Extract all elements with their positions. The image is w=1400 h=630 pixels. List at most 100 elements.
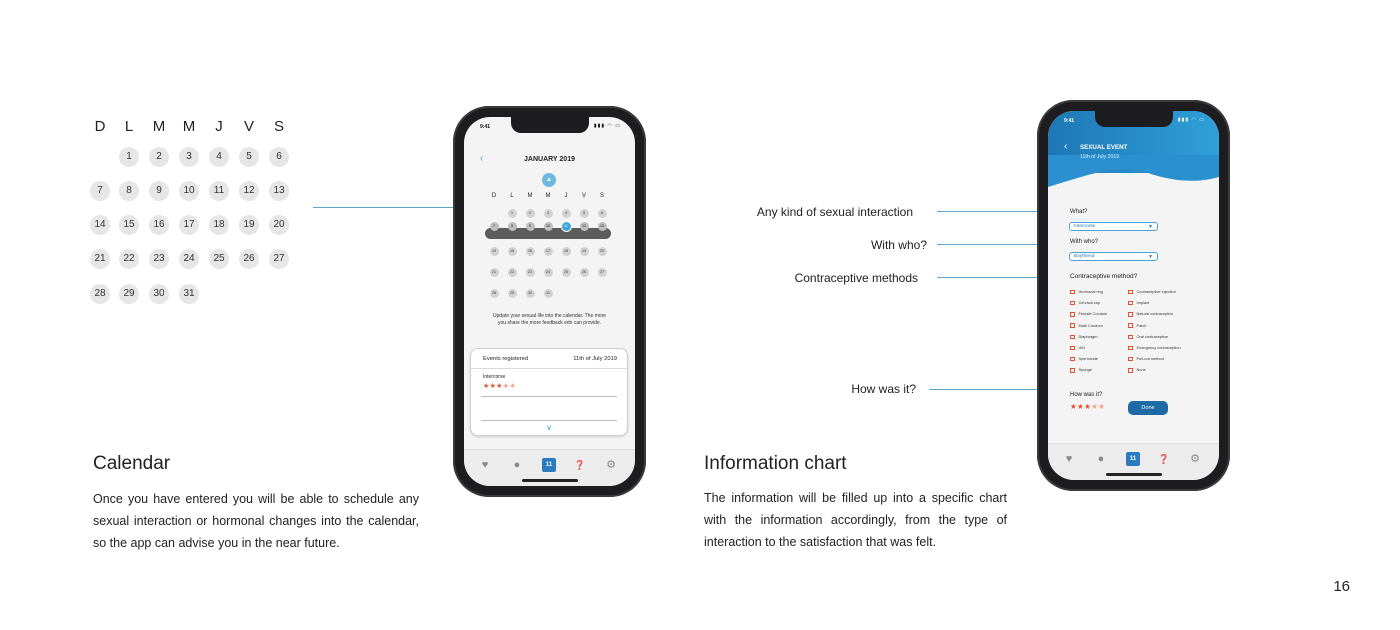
gear-icon[interactable]: ⚙	[606, 459, 616, 471]
calendar-day[interactable]: 31	[179, 284, 199, 304]
calendar-day[interactable]: 6	[269, 147, 289, 167]
calendar-day[interactable]: 11	[209, 181, 229, 201]
calendar-day[interactable]: 4	[561, 209, 571, 218]
calendar-day[interactable]: 9	[149, 181, 169, 201]
calendar-day[interactable]: 22	[507, 268, 517, 277]
calendar-day[interactable]: 14	[489, 247, 499, 256]
checkbox[interactable]	[1070, 289, 1075, 295]
contraceptive-option[interactable]: Sponge	[1070, 367, 1092, 373]
calendar-day[interactable]: 19	[579, 247, 589, 256]
calendar-day[interactable]: 26	[579, 268, 589, 277]
checkbox[interactable]	[1128, 323, 1133, 328]
calendar-day[interactable]: 21	[489, 268, 499, 277]
heart-icon[interactable]: ♥	[481, 459, 489, 471]
star-icon[interactable]: ★	[496, 383, 503, 390]
calendar-day[interactable]: 6	[597, 209, 607, 218]
contraceptive-option[interactable]: Emergency contraception	[1128, 345, 1181, 351]
calendar-day[interactable]: 1	[119, 147, 139, 167]
calendar-day[interactable]: 2	[525, 209, 535, 218]
calendar-day[interactable]: 18	[561, 247, 571, 256]
calendar-day[interactable]: 27	[269, 249, 289, 269]
calendar-day[interactable]: 30	[149, 284, 169, 304]
checkbox[interactable]	[1128, 345, 1133, 351]
calendar-day[interactable]: 15	[119, 215, 139, 235]
calendar-day[interactable]: 3	[179, 147, 199, 167]
contraceptive-option[interactable]: Female Condom	[1070, 311, 1107, 317]
contraceptive-option[interactable]: Male Condom	[1070, 323, 1103, 328]
calendar-day[interactable]: 23	[149, 249, 169, 269]
heart-icon[interactable]: ♥	[1065, 453, 1073, 465]
calendar-day[interactable]: 18	[209, 215, 229, 235]
done-button[interactable]: Done	[1128, 401, 1168, 415]
checkbox[interactable]	[1128, 334, 1133, 340]
star-icon[interactable]: ★	[1070, 402, 1078, 411]
chevron-up-icon[interactable]: ▴	[542, 173, 556, 187]
calendar-day[interactable]: 16	[525, 247, 535, 256]
star-icon[interactable]: ★	[502, 383, 510, 390]
calendar-day[interactable]: 28	[90, 284, 110, 304]
calendar-day[interactable]: 19	[239, 215, 259, 235]
checkbox[interactable]	[1070, 312, 1075, 317]
calendar-day[interactable]: 7	[90, 181, 110, 201]
calendar-day[interactable]: 11	[561, 222, 571, 231]
contraceptive-option[interactable]: None	[1128, 367, 1146, 373]
contraceptive-option[interactable]: Implant	[1128, 300, 1149, 306]
star-icon[interactable]: ★	[1091, 402, 1099, 411]
calendar-day[interactable]: 8	[119, 181, 139, 201]
calendar-day[interactable]: 31	[543, 289, 553, 298]
calendar-day[interactable]: 9	[525, 222, 535, 231]
chevron-down-icon[interactable]: ∨	[546, 423, 552, 432]
contraceptive-option[interactable]: Diaphragm	[1070, 334, 1098, 340]
star-icon[interactable]: ★	[1084, 402, 1092, 411]
back-chevron-icon[interactable]: ‹	[1064, 141, 1068, 152]
calendar-day[interactable]: 26	[239, 249, 259, 269]
location-pin-icon[interactable]: ●	[1097, 453, 1105, 465]
contraceptive-option[interactable]: Pull-out method	[1128, 356, 1164, 362]
calendar-day[interactable]: 17	[543, 247, 553, 256]
calendar-day[interactable]: 21	[90, 249, 110, 269]
calendar-day[interactable]: 8	[507, 222, 517, 231]
calendar-icon[interactable]: 11	[542, 458, 556, 472]
calendar-day[interactable]: 13	[597, 222, 607, 231]
star-icon[interactable]: ★	[509, 383, 516, 390]
checkbox[interactable]	[1070, 334, 1075, 340]
calendar-day[interactable]: 2	[149, 147, 169, 167]
help-icon[interactable]: ❓	[1158, 454, 1170, 464]
calendar-day[interactable]: 22	[119, 249, 139, 269]
calendar-day[interactable]: 1	[507, 209, 517, 218]
calendar-day[interactable]: 16	[149, 215, 169, 235]
contraceptive-option[interactable]: Contraceptive injection	[1128, 289, 1176, 295]
calendar-day[interactable]: 28	[489, 289, 499, 298]
help-icon[interactable]: ❓	[574, 460, 586, 470]
checkbox[interactable]	[1070, 323, 1075, 328]
contraceptive-option[interactable]: UID	[1070, 345, 1085, 351]
calendar-day[interactable]: 7	[489, 222, 499, 231]
checkbox[interactable]	[1128, 356, 1133, 362]
checkbox[interactable]	[1070, 345, 1075, 351]
contraceptive-option[interactable]: Oral contraceptive	[1128, 334, 1168, 340]
calendar-day[interactable]: 15	[507, 247, 517, 256]
contraceptive-option[interactable]: Patch	[1128, 323, 1146, 328]
calendar-day[interactable]: 29	[119, 284, 139, 304]
calendar-day[interactable]: 12	[239, 181, 259, 201]
contraceptive-option[interactable]: Hormonal ring	[1070, 289, 1103, 295]
calendar-day[interactable]: 13	[269, 181, 289, 201]
location-pin-icon[interactable]: ●	[513, 459, 521, 471]
calendar-day[interactable]: 23	[525, 268, 535, 277]
calendar-day[interactable]: 3	[543, 209, 553, 218]
star-icon[interactable]: ★	[1077, 402, 1085, 411]
checkbox[interactable]	[1128, 289, 1133, 295]
contraceptive-option[interactable]: Cervical cap	[1070, 300, 1100, 306]
calendar-day[interactable]: 10	[179, 181, 199, 201]
contraceptive-option[interactable]: Spermicide	[1070, 356, 1098, 362]
calendar-day[interactable]: 25	[209, 249, 229, 269]
checkbox[interactable]	[1128, 300, 1133, 306]
checkbox[interactable]	[1128, 312, 1133, 317]
with-who-select[interactable]: Boyfriend ▼	[1069, 252, 1158, 261]
calendar-icon[interactable]: 11	[1126, 452, 1140, 466]
calendar-day[interactable]: 30	[525, 289, 535, 298]
contraceptive-option[interactable]: Natural contraceptive	[1128, 311, 1173, 317]
calendar-day[interactable]: 17	[179, 215, 199, 235]
calendar-day[interactable]: 20	[269, 215, 289, 235]
events-card[interactable]: Events registered 11th of July 2019 Inte…	[470, 348, 628, 436]
